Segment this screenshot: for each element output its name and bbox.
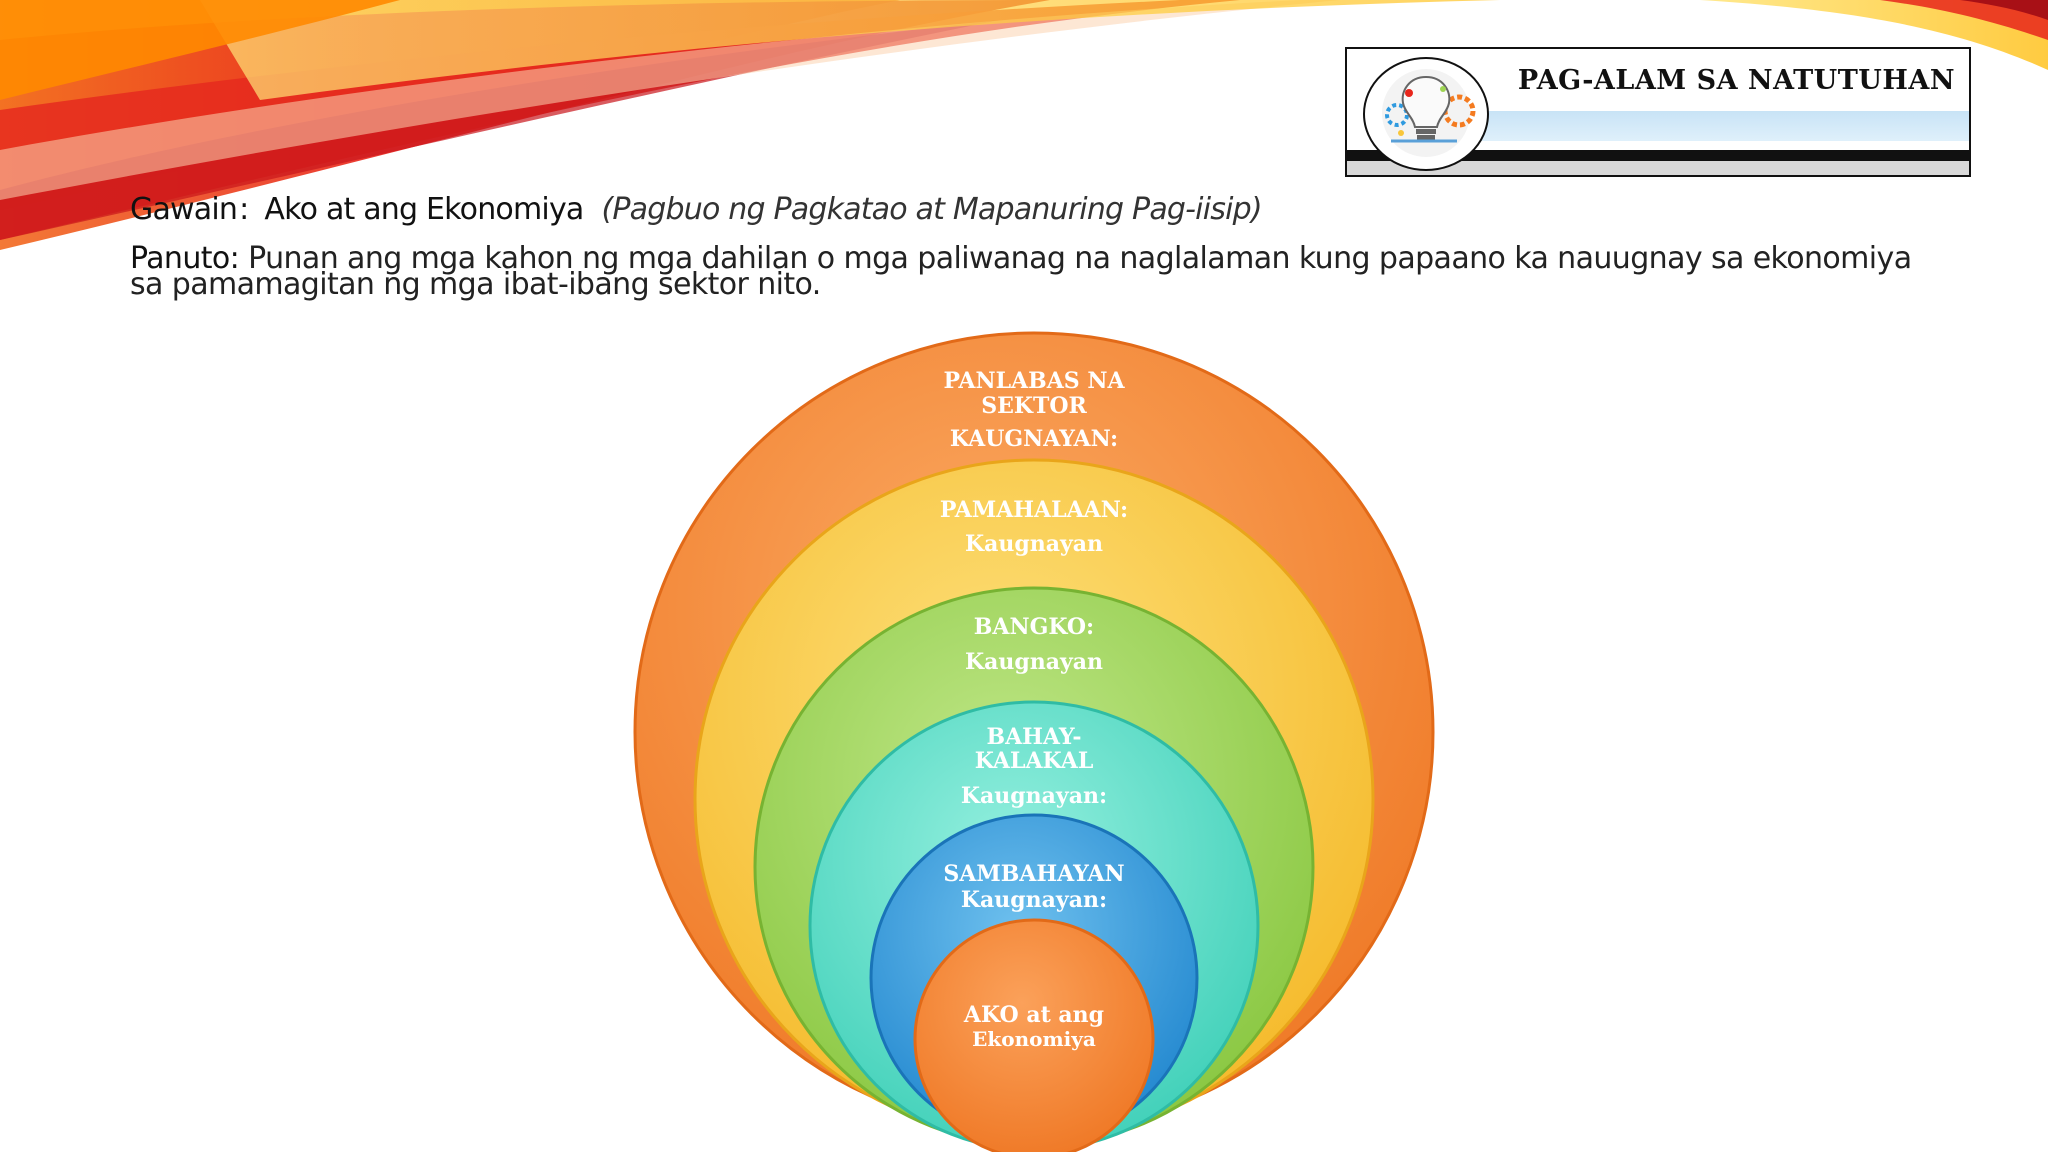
- ring-panlabas-line3: KAUGNAYAN:: [950, 426, 1118, 452]
- activity-title: Ako at ang Ekonomiya: [264, 192, 584, 227]
- ring-ako: AKO at ang Ekonomiya: [913, 918, 1155, 1152]
- ring-pamahalaan-line1: PAMAHALAAN:: [940, 497, 1128, 523]
- lightbulb-gear-logo-icon: [1363, 57, 1489, 171]
- ring-ako-line1: AKO at ang: [963, 1002, 1104, 1028]
- ring-sambahayan-line2: Kaugnayan:: [961, 887, 1107, 913]
- activity-subtitle: (Pagbuo ng Pagkatao at Mapanuring Pag-ii…: [601, 192, 1262, 227]
- ring-bahay-kalakal-line3: Kaugnayan:: [961, 783, 1107, 809]
- instructions-text: Punan ang mga kahon ng mga dahilan o mga…: [130, 241, 1912, 302]
- header-title: PAG-ALAM SA NATUTUHAN: [1517, 65, 1955, 96]
- ring-bahay-kalakal-line1: BAHAY-: [986, 724, 1081, 750]
- ring-ako-line2: Ekonomiya: [972, 1027, 1096, 1051]
- ring-panlabas-line1: PANLABAS NA: [943, 368, 1125, 394]
- ring-pamahalaan-line2: Kaugnayan: [965, 531, 1103, 557]
- banner-blue-band: [1467, 111, 1969, 141]
- banner-black-stripe: [1347, 150, 1969, 161]
- ring-bahay-kalakal-line2: KALAKAL: [975, 748, 1094, 774]
- ring-bangko-line1: BANGKO:: [974, 614, 1094, 640]
- header-banner: PAG-ALAM SA NATUTUHAN: [1345, 47, 1971, 177]
- ring-bangko-line2: Kaugnayan: [965, 649, 1103, 675]
- ring-sambahayan-line1: SAMBAHAYAN: [943, 861, 1124, 887]
- instructions: Panuto: Punan ang mga kahon ng mga dahil…: [130, 244, 1920, 300]
- ring-ako-shape: [913, 918, 1155, 1152]
- activity-line: Gawain: Ako at ang Ekonomiya (Pagbuo ng Pa…: [130, 192, 1263, 227]
- gawain-separator: :: [239, 192, 249, 227]
- banner-grey-stripe: [1347, 161, 1969, 175]
- gawain-label: Gawain: [130, 192, 238, 227]
- ring-panlabas-line2: SEKTOR: [981, 393, 1087, 419]
- instructions-label: Panuto:: [130, 241, 240, 276]
